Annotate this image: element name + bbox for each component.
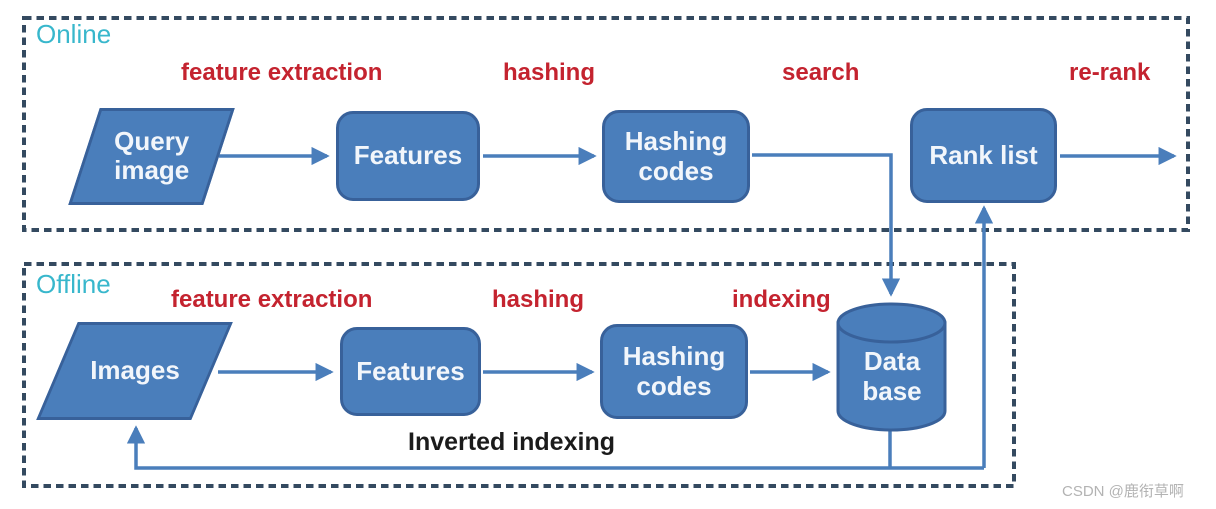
node-features-online: Features	[336, 111, 480, 201]
node-hashing-codes-offline: Hashing codes	[600, 324, 748, 419]
online-section-label: Online	[36, 19, 112, 49]
node-rank-list: Rank list	[910, 108, 1057, 203]
node-features-offline: Features	[340, 327, 481, 416]
csdn-watermark: CSDN @鹿衔草啊	[1062, 483, 1184, 500]
node-images-label-wrap: Images	[89, 355, 180, 386]
step-label-feature-extraction-offline: feature extraction	[171, 286, 373, 313]
step-label-feature-extraction-online: feature extraction	[181, 59, 383, 86]
node-features-online-label: Features	[353, 140, 463, 171]
node-query-image-label: Query image	[113, 126, 190, 186]
database-cylinder	[836, 302, 947, 432]
node-images-label: Images	[89, 355, 180, 386]
online-section-border	[22, 16, 1190, 232]
step-label-re-rank: re-rank	[1069, 59, 1151, 86]
hashing-codes-online-line2: codes	[638, 155, 714, 186]
database-line2: base	[862, 376, 922, 406]
hashing-codes-offline-line1: Hashing	[622, 341, 726, 372]
step-label-hashing-offline: hashing	[492, 286, 585, 313]
step-label-search: search	[782, 59, 860, 86]
query-image-line1: Query	[113, 126, 190, 157]
node-hashing-codes-online: Hashing codes	[602, 110, 750, 203]
offline-section-label: Offline	[36, 269, 111, 299]
arrow-feedback-to-images	[126, 425, 984, 470]
inverted-indexing-annotation: Inverted indexing	[408, 428, 615, 456]
database-line1: Data	[863, 346, 921, 377]
step-label-hashing-online: hashing	[503, 59, 596, 86]
node-rank-list-label: Rank list	[929, 139, 1038, 170]
hashing-codes-offline-line2: codes	[636, 370, 712, 401]
node-features-offline-label: Features	[356, 355, 465, 386]
query-image-line2: image	[113, 155, 190, 186]
offline-section-border	[22, 262, 1016, 488]
node-database-label: Data base	[846, 336, 938, 418]
hashing-codes-online-line1: Hashing	[624, 126, 728, 157]
step-label-indexing: indexing	[732, 286, 831, 313]
arrow-hashing-codes-to-database-search	[752, 153, 901, 297]
